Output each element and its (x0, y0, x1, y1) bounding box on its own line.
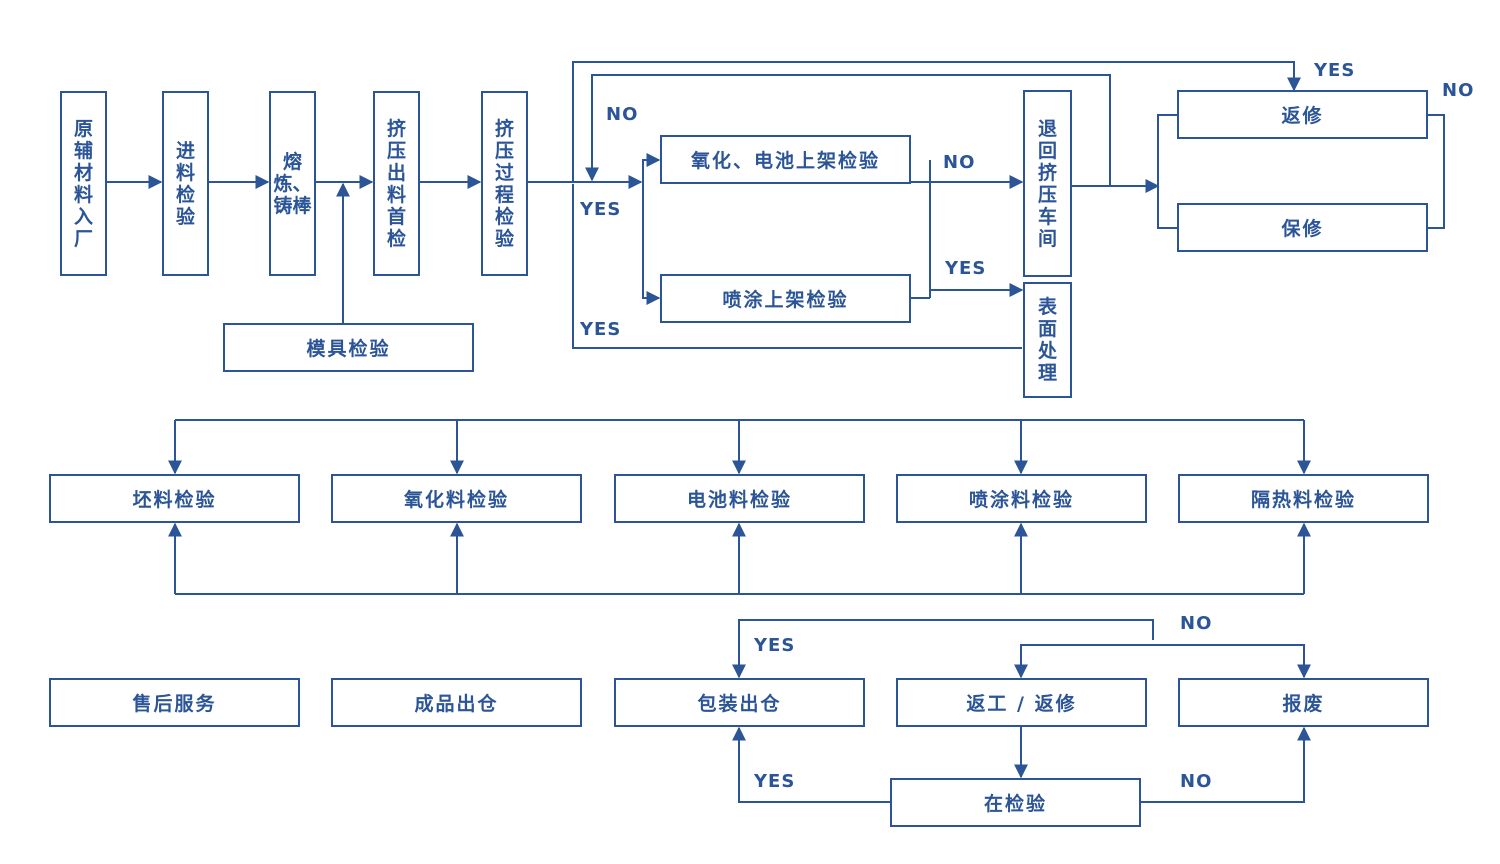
warranty-label: 保修 (1281, 218, 1324, 240)
arrow-branch-oxidation (642, 153, 661, 182)
arrow-yes-to-rework (572, 61, 1301, 182)
arrow-reinspect-no (1140, 726, 1311, 803)
battery-inspection-label: 电池料检验 (686, 489, 792, 511)
raw-material-label: 原辅材料入厂 (73, 117, 93, 250)
extrusion-process-box: 挤压过程检验 (481, 91, 528, 276)
reinspection-box: 在检验 (890, 778, 1141, 827)
line-no-bracket (1427, 114, 1445, 229)
arrow-no-split-scrap (1153, 644, 1311, 679)
casting-label: 熔炼、铸棒 (273, 150, 312, 217)
mold-inspection-box: 模具检验 (223, 323, 474, 372)
rework-box: 返修 (1177, 90, 1428, 139)
oxidation-inspection-box: 氧化料检验 (331, 474, 582, 523)
spray-inspection-box: 喷涂料检验 (896, 474, 1147, 523)
arrow-surface-yes (572, 184, 1022, 349)
arrow-no-split-rework (1014, 644, 1153, 679)
label-no-bottom-top: NO (1180, 613, 1213, 634)
packaging-outbound-label: 包装出仓 (697, 693, 782, 715)
after-sales-box: 售后服务 (49, 678, 300, 727)
label-yes-spray: YES (945, 258, 987, 279)
thermal-inspection-label: 隔热料检验 (1250, 489, 1356, 511)
scrap-label: 报废 (1282, 693, 1325, 715)
rework-repair-box: 返工 / 返修 (896, 678, 1147, 727)
oxidation-rack-label: 氧化、电池上架检验 (690, 150, 880, 172)
rework-repair-label: 返工 / 返修 (966, 693, 1077, 715)
line-group-bracket (1157, 114, 1178, 229)
spray-rack-box: 喷涂上架检验 (660, 274, 911, 323)
incoming-inspection-label: 进料检验 (175, 139, 195, 228)
rework-label: 返修 (1281, 105, 1324, 127)
oxidation-rack-box: 氧化、电池上架检验 (660, 135, 911, 184)
blank-inspection-label: 坯料检验 (132, 489, 217, 511)
label-no-right: NO (1442, 80, 1475, 101)
battery-inspection-box: 电池料检验 (614, 474, 865, 523)
spray-inspection-label: 喷涂料检验 (968, 489, 1074, 511)
label-yes-rework: YES (1314, 60, 1356, 81)
arrow-top-yes-to-packaging (732, 619, 1154, 679)
first-extrusion-label: 挤压出料首检 (386, 117, 406, 250)
extrusion-process-label: 挤压过程检验 (494, 117, 514, 250)
mold-inspection-label: 模具检验 (306, 338, 391, 360)
raw-material-box: 原辅材料入厂 (60, 91, 107, 276)
warranty-box: 保修 (1177, 203, 1428, 252)
label-yes-surface: YES (580, 319, 622, 340)
label-no-oxidation: NO (943, 152, 976, 173)
label-yes-bottom-top: YES (754, 635, 796, 656)
label-yes-left: YES (580, 199, 622, 220)
finished-outbound-box: 成品出仓 (331, 678, 582, 727)
label-no-bottom: NO (1180, 771, 1213, 792)
thermal-inspection-box: 隔热料检验 (1178, 474, 1429, 523)
return-extrusion-label: 退回挤压车间 (1037, 117, 1057, 250)
arrow-reinspect-yes (732, 726, 891, 803)
packaging-outbound-box: 包装出仓 (614, 678, 865, 727)
spray-rack-label: 喷涂上架检验 (722, 289, 849, 311)
arrow-no-loop (585, 74, 1111, 186)
finished-outbound-label: 成品出仓 (414, 693, 499, 715)
casting-box: 熔炼、铸棒 (269, 91, 316, 276)
blank-inspection-box: 坯料检验 (49, 474, 300, 523)
surface-treatment-label: 表面处理 (1037, 296, 1057, 384)
arrow-branch-spray (642, 182, 661, 305)
after-sales-label: 售后服务 (132, 693, 217, 715)
oxidation-inspection-label: 氧化料检验 (403, 489, 509, 511)
scrap-box: 报废 (1178, 678, 1429, 727)
label-no-top: NO (606, 104, 639, 125)
first-extrusion-box: 挤压出料首检 (373, 91, 420, 276)
return-extrusion-box: 退回挤压车间 (1023, 90, 1072, 277)
reinspection-label: 在检验 (983, 793, 1047, 815)
incoming-inspection-box: 进料检验 (162, 91, 209, 276)
surface-treatment-box: 表面处理 (1023, 282, 1072, 398)
label-yes-bottom: YES (754, 771, 796, 792)
